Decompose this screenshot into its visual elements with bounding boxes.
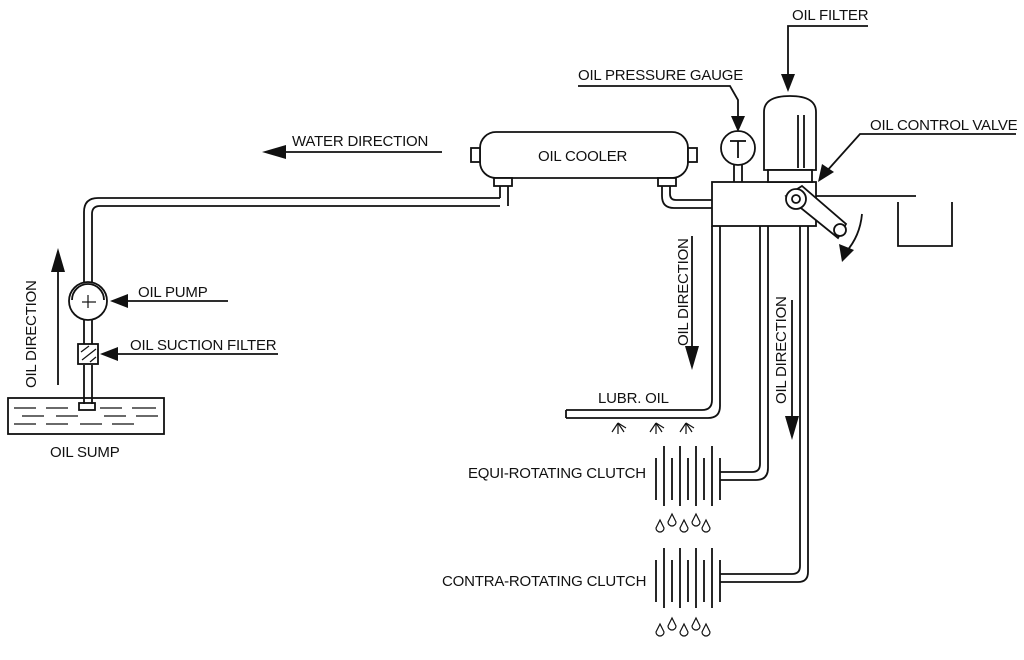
oil-suction-filter (77, 343, 99, 365)
oil-suction-filter-pointer (100, 347, 278, 361)
contra-clutch-pipe (720, 226, 809, 583)
lubr-oil-label: LUBR. OIL (598, 390, 669, 407)
water-direction-label: WATER DIRECTION (292, 133, 428, 150)
water-direction-arrow (262, 145, 442, 159)
equi-rotating-clutch (655, 446, 721, 506)
oil-direction-label-left: OIL DIRECTION (23, 280, 40, 388)
equi-clutch-drops (655, 512, 711, 533)
oil-direction-label-right: OIL DIRECTION (773, 296, 790, 404)
oil-pressure-gauge-label: OIL PRESSURE GAUGE (578, 67, 743, 84)
oil-pump-label: OIL PUMP (138, 284, 208, 301)
oil-pump-pointer (110, 294, 228, 308)
oil-suction-filter-label: OIL SUCTION FILTER (130, 337, 277, 354)
cooler-outlet-pipe (661, 186, 712, 209)
oil-filter-pointer (781, 25, 868, 92)
contra-rotating-clutch (655, 548, 721, 608)
oil-direction-arrow-right (785, 300, 799, 440)
oil-control-valve-pointer (818, 133, 1016, 182)
oil-direction-arrow-left (51, 248, 65, 385)
oil-cooler (470, 131, 698, 187)
oil-sump (7, 397, 165, 435)
suction-pipe (83, 186, 509, 404)
oil-pressure-gauge-pointer (578, 85, 745, 132)
oil-sump-label: OIL SUMP (50, 444, 120, 461)
oil-direction-arrow-mid (685, 236, 699, 370)
oil-pressure-gauge (720, 130, 756, 182)
oil-filter-label: OIL FILTER (792, 7, 869, 24)
lubr-oil-pipe (565, 226, 721, 419)
return-tank (816, 195, 953, 247)
oil-control-valve-lever (784, 184, 863, 262)
equi-rotating-clutch-label: EQUI-ROTATING CLUTCH (468, 465, 646, 482)
lubr-oil-spray (611, 422, 695, 434)
oil-filter (763, 95, 817, 183)
oil-pump (68, 281, 108, 321)
oil-direction-label-mid: OIL DIRECTION (675, 238, 692, 346)
oil-cooler-label: OIL COOLER (538, 148, 628, 165)
contra-rotating-clutch-label: CONTRA-ROTATING CLUTCH (442, 573, 646, 590)
contra-clutch-drops (655, 616, 711, 637)
oil-control-valve-label: OIL CONTROL VALVE (870, 117, 1018, 134)
equi-clutch-pipe (720, 226, 769, 481)
